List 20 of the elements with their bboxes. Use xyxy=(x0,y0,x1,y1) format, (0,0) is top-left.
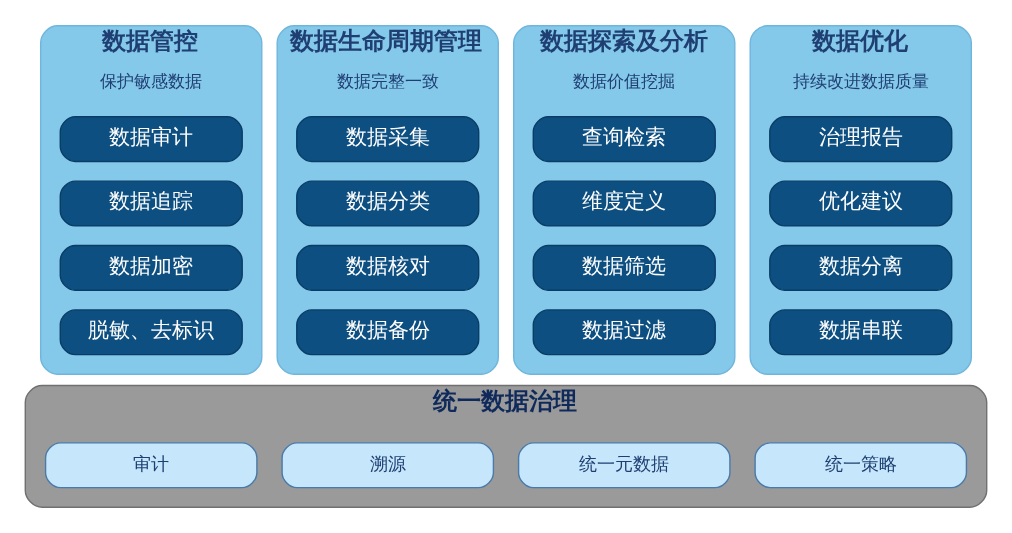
node-box: 数据审计 xyxy=(59,116,243,163)
node-box: 维度定义 xyxy=(532,180,716,227)
node-box: 数据过滤 xyxy=(532,309,716,356)
node-box: 数据分类 xyxy=(296,180,480,227)
node-box: 数据追踪 xyxy=(59,180,243,227)
node-box: 数据采集 xyxy=(296,116,480,163)
node-box: 审计 xyxy=(44,442,258,489)
node-box: 脱敏、去标识 xyxy=(59,309,243,356)
node-box: 优化建议 xyxy=(769,180,953,227)
node-box: 统一元数据 xyxy=(517,442,731,489)
node-box: 数据串联 xyxy=(769,309,953,356)
node-box: 统一策略 xyxy=(754,442,968,489)
node-box: 数据备份 xyxy=(296,309,480,356)
node-box: 数据加密 xyxy=(59,244,243,291)
node-box: 查询检索 xyxy=(532,116,716,163)
node-box: 数据筛选 xyxy=(532,244,716,291)
node-box: 溯源 xyxy=(281,442,495,489)
node-box: 治理报告 xyxy=(769,116,953,163)
node-box: 数据核对 xyxy=(296,244,480,291)
node-box: 数据分离 xyxy=(769,244,953,291)
